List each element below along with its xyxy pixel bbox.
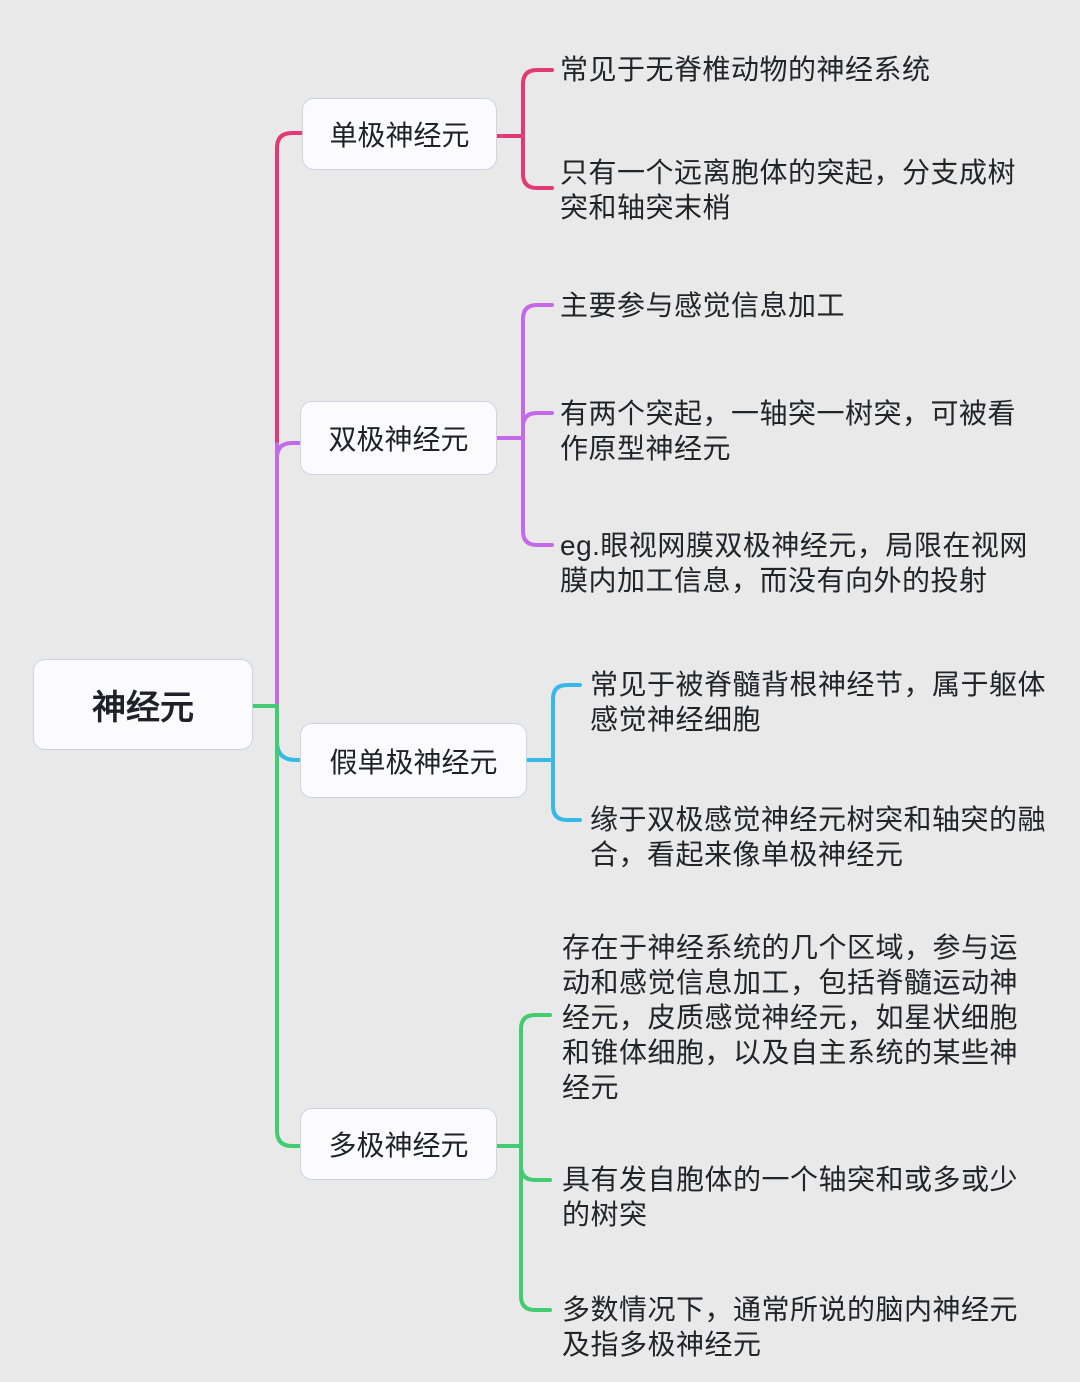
leaf-text[interactable]: 常见于被脊髓背根神经节，属于躯体感觉神经细胞 [590,669,1047,735]
branch-node-label: 假单极神经元 [329,746,498,778]
branch-node-label: 多极神经元 [328,1130,469,1161]
leaf-text[interactable]: 具有发自胞体的一个轴突和或多或少的树突 [562,1164,1019,1230]
leaf-text[interactable]: 有两个突起，一轴突一树突，可被看作原型神经元 [560,398,1017,464]
leaf-text[interactable]: 缘于双极感觉神经元树突和轴突的融合，看起来像单极神经元 [590,804,1047,870]
branch-bipolar-connector [275,303,554,708]
branch-node-unipolar[interactable]: 单极神经元 [302,98,497,170]
leaf-text[interactable]: 多数情况下，通常所说的脑内神经元及指多极神经元 [562,1294,1019,1360]
branch-node-multipolar[interactable]: 多极神经元 [300,1108,497,1180]
leaf-text[interactable]: eg.眼视网膜双极神经元，局限在视网膜内加工信息，而没有向外的投射 [560,530,1028,596]
branch-node-label: 双极神经元 [328,424,469,455]
branch-node-bipolar[interactable]: 双极神经元 [300,401,497,475]
branch-unipolar-connector [275,68,554,446]
leaf-text[interactable]: 只有一个远离胞体的突起，分支成树突和轴突末梢 [560,157,1017,223]
leaf-text[interactable]: 主要参与感觉信息加工 [560,290,846,321]
branch-node-pseudounipolar[interactable]: 假单极神经元 [300,723,527,798]
root-node-neuron[interactable]: 神经元 [33,659,253,750]
branch-multipolar-connector [251,704,552,1312]
branch-node-label: 单极神经元 [329,120,470,151]
root-node-label: 神经元 [92,689,194,727]
leaf-text[interactable]: 常见于无脊椎动物的神经系统 [560,54,931,85]
leaf-text[interactable]: 存在于神经系统的几个区域，参与运动和感觉信息加工，包括脊髓运动神经元，皮质感觉神… [562,932,1019,1103]
